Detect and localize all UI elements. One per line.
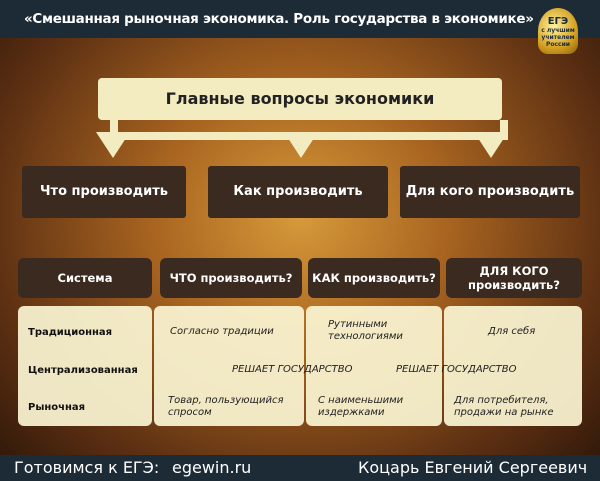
table-cell: Для себя <box>488 326 536 337</box>
column-bg <box>18 306 152 426</box>
column-bg <box>154 306 304 426</box>
question-for-whom: Для кого производить <box>400 166 580 218</box>
question-what: Что производить <box>22 166 186 218</box>
question-how: Как производить <box>208 166 388 218</box>
header-what: ЧТО производить? <box>160 258 302 298</box>
main-question-box: Главные вопросы экономики <box>98 78 502 120</box>
row-label: Централизованная <box>28 364 138 376</box>
row-label: Рыночная <box>28 401 86 413</box>
column-bg <box>306 306 442 426</box>
footer: Готовимся к ЕГЭ: egewin.ru Коцарь Евгени… <box>0 455 600 481</box>
column-bg <box>444 306 582 426</box>
footer-prep: Готовимся к ЕГЭ: <box>14 458 160 477</box>
header-system: Система <box>18 258 152 298</box>
header-how: КАК производить? <box>308 258 440 298</box>
table-cell: Товар, пользующийся спросом <box>168 395 284 418</box>
slide-title: «Смешанная рыночная экономика. Роль госу… <box>0 0 600 38</box>
table-cell: Согласно традиции <box>170 326 274 337</box>
arrow-down-icon <box>284 132 318 158</box>
table-cell: Для потребителя, продажи на рынке <box>454 395 554 418</box>
row-label: Традиционная <box>28 326 113 338</box>
table-cell: РЕШАЕТ ГОСУДАРСТВО <box>396 364 517 375</box>
arrow-down-icon <box>474 132 508 158</box>
table-cell: Рутинными технологиями <box>328 319 403 342</box>
table-cell: С наименьшими издержками <box>318 395 404 418</box>
table-cell: РЕШАЕТ ГОСУДАРСТВО <box>232 364 353 375</box>
footer-author: Коцарь Евгений Сергеевич <box>358 458 588 477</box>
arrow-down-icon <box>96 132 130 158</box>
footer-site: egewin.ru <box>172 458 252 477</box>
header-for-whom: ДЛЯ КОГО производить? <box>446 258 582 298</box>
